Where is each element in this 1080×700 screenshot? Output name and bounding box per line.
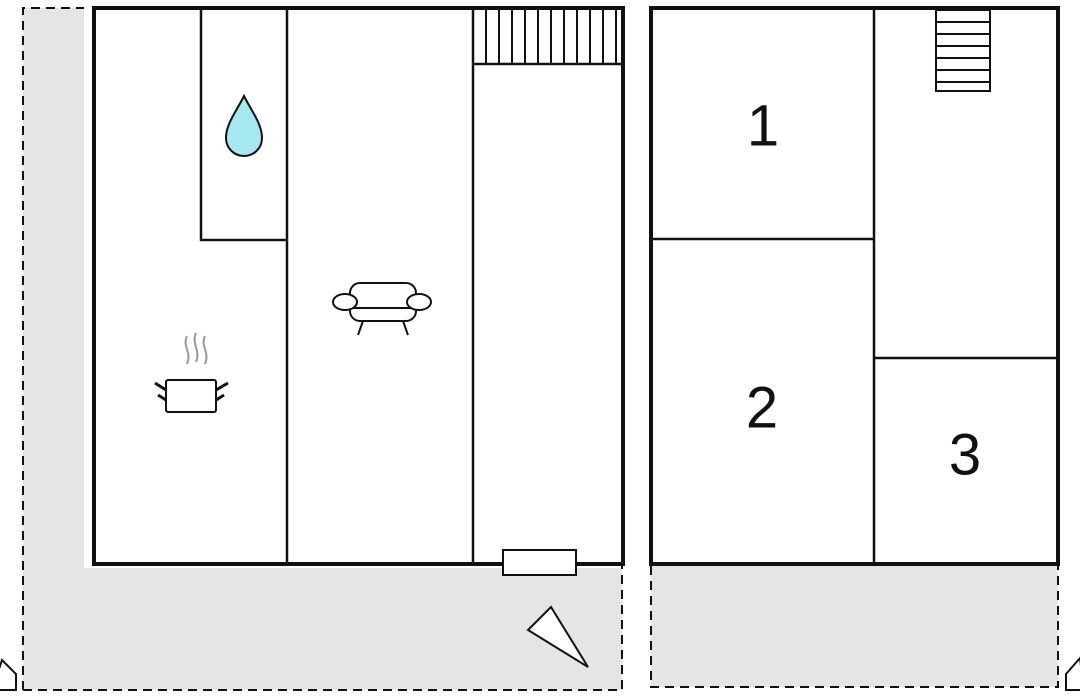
house-marker-icon bbox=[0, 658, 17, 691]
terrace-ground-floor bbox=[22, 7, 623, 691]
room-number-2: 2 bbox=[746, 375, 778, 440]
staircase-icon bbox=[473, 10, 622, 66]
cooking-pot-icon bbox=[154, 332, 229, 413]
water-drop-icon bbox=[224, 93, 264, 158]
house-marker-icon bbox=[1065, 656, 1080, 691]
ground-floor bbox=[92, 6, 625, 668]
room-number-1: 1 bbox=[747, 93, 779, 158]
bathroom-wall bbox=[199, 8, 287, 242]
terrace-upper-floor bbox=[650, 566, 1059, 688]
staircase-icon bbox=[935, 9, 991, 92]
entrance-door bbox=[502, 549, 577, 576]
entrance-arrow-icon bbox=[526, 605, 589, 668]
upper-floor: 1 2 3 bbox=[649, 6, 1060, 566]
room-number-3: 3 bbox=[949, 422, 981, 487]
sofa-icon bbox=[332, 282, 432, 336]
